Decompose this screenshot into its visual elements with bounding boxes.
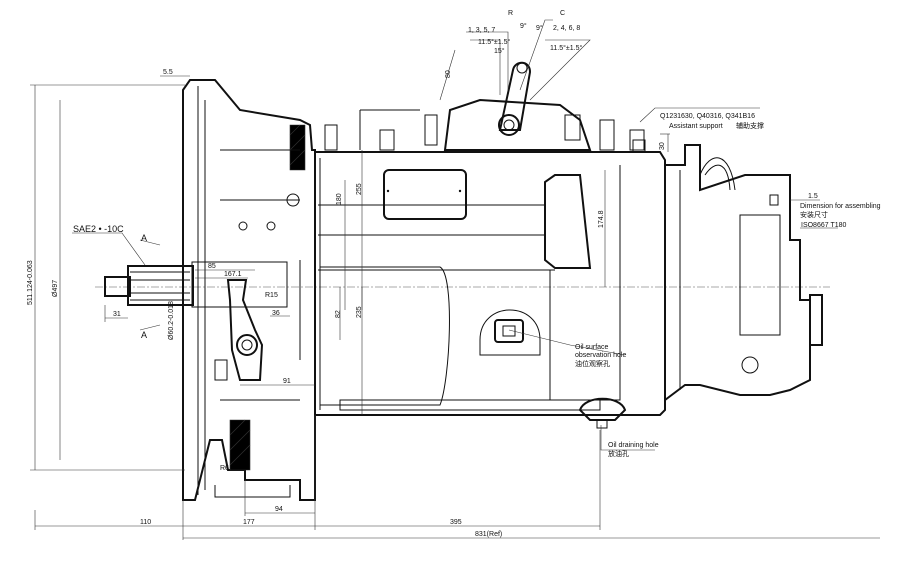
dim-82: 82 [335,310,342,318]
dim-511: 511.124-0.063 [27,260,34,305]
dim-5-5: 5.5 [163,69,173,76]
dim-395: 395 [450,519,462,526]
dim-831-ref: 831(Ref) [475,531,502,538]
dim-177: 177 [243,519,255,526]
release-fork [214,279,264,381]
angle-r: 9° [520,22,527,30]
dim-235: 235 [356,306,363,318]
dim-36: 36 [272,310,280,317]
support-height-dim: 30 [659,142,666,150]
angle-left-tolerance: 11.5°±1.5° [478,38,510,46]
dim-180: 180 [336,193,343,205]
oil-surface-cn: 油位观察孔 [575,359,610,368]
dim-r15: R15 [265,292,278,299]
oil-surface-label-1: Oil surface [575,344,609,351]
input-shaft [104,261,288,308]
dimension-for-assembling-cn: 安装尺寸 [800,210,828,219]
dim-255: 255 [356,183,363,195]
main-gearbox-case [314,109,666,429]
dimension-lines [30,49,880,540]
assistant-support-parts: Q1231630, Q40316, Q341B16 [660,113,755,120]
angle-c: 9° [536,24,543,32]
lever-dim-80: 80 [445,70,452,78]
shift-reverse-label: R [508,10,513,17]
shift-creep-label: C [560,10,565,17]
dim-60: Ø60.2-0.018 [168,301,175,340]
angle-right-tolerance: 11.5°±1.5° [550,44,582,52]
dimension-for-assembling-label: Dimension for assembling [800,203,881,210]
angle-15: 15° [494,47,505,55]
leader-lines [72,19,838,451]
oil-surface-label-2: observation hole [575,352,626,359]
gear-shift-tower [424,61,592,151]
dim-91: 91 [283,378,291,385]
section-a-top: A [141,233,147,243]
dim-167: 167.1 [224,271,242,278]
dim-94: 94 [275,506,283,513]
odd-gears-label: 1, 3, 5, 7 [468,27,495,34]
dim-174-8: 174.8 [598,210,605,228]
assistant-support-cn: 辅助支撑 [736,121,764,130]
dim-r6: R6 [220,465,229,472]
oil-drain-cn: 放油孔 [608,449,629,458]
assembly-dim: 1.5 [808,193,818,200]
clutch-bell-housing [182,79,316,501]
oil-drain-label: Oil draining hole [608,442,659,449]
even-gears-label: 2, 4, 6, 8 [553,25,580,32]
rear-housing-and-pto [632,139,823,402]
section-a-bottom: A [141,330,147,340]
dim-110: 110 [140,519,151,526]
dim-497: Ø497 [52,280,59,297]
dim-85: 85 [208,263,216,270]
flange-standard: ISO8667 T180 [801,222,847,229]
spline-spec: SAE2 • -10C [73,224,124,234]
dim-31: 31 [113,311,121,318]
assistant-support-label: Assistant support [669,123,723,130]
